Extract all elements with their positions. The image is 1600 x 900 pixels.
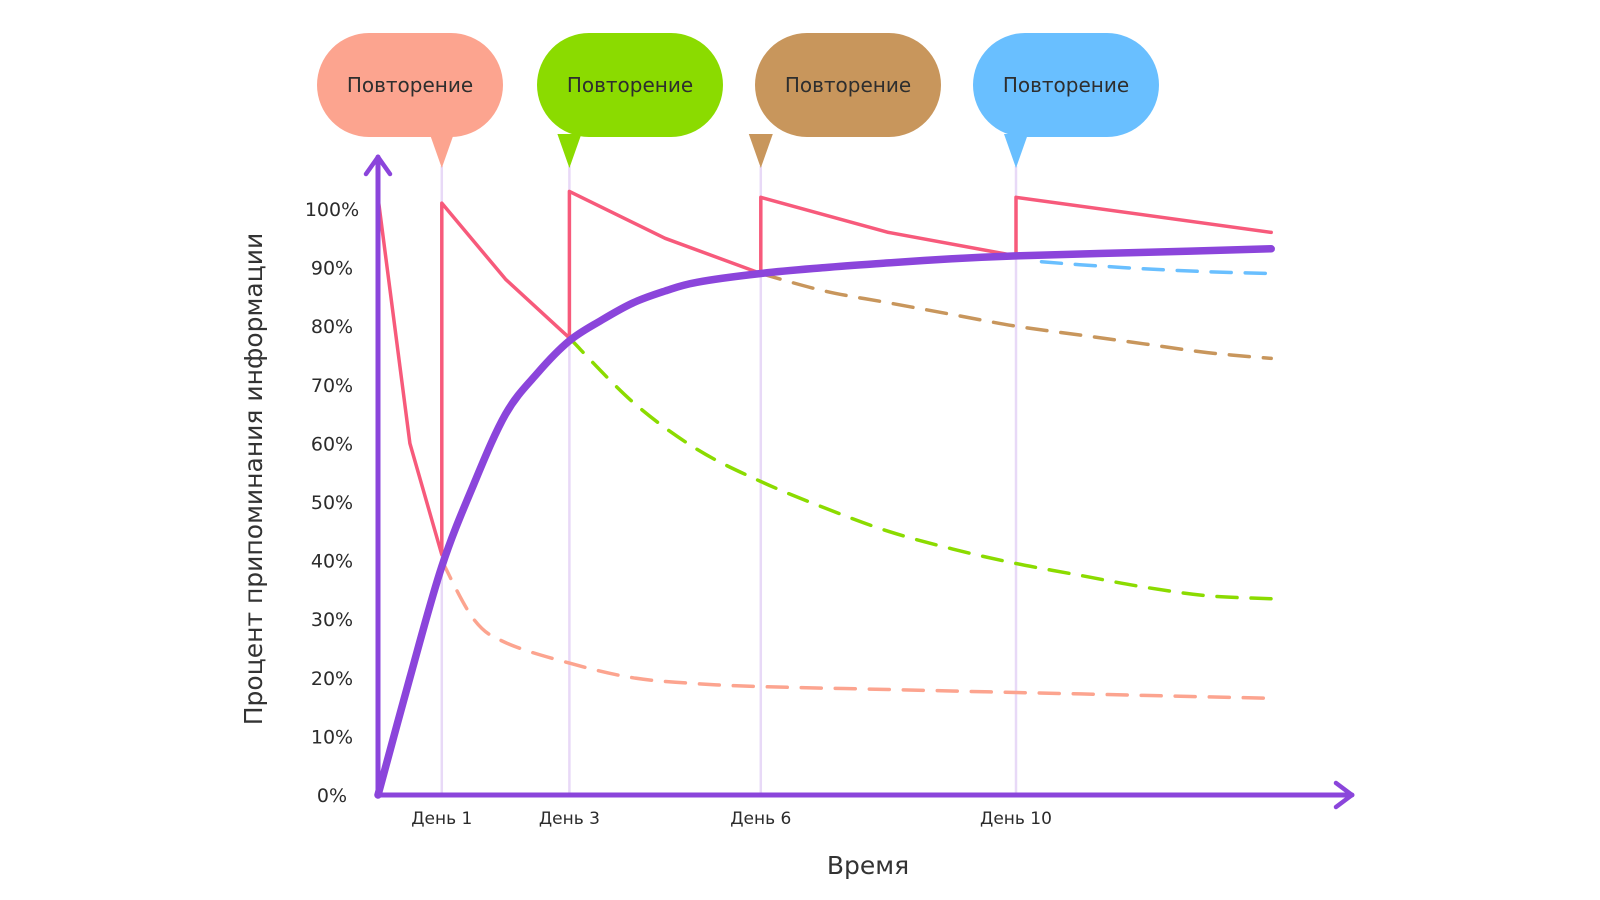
bubble-pointer <box>748 134 773 168</box>
y-tick-label: 100% <box>305 199 359 221</box>
dashed-decay-curve <box>440 558 1273 701</box>
bubble-label: Повторение <box>567 73 693 97</box>
bubble-pointer <box>557 134 582 168</box>
bubble-label: Повторение <box>347 73 473 97</box>
series-group <box>374 189 1275 799</box>
y-tick-label: 50% <box>311 492 353 514</box>
bubble-label: Повторение <box>1003 73 1129 97</box>
y-tick-label: 40% <box>311 551 353 573</box>
dashed-decay-curve <box>759 271 1273 361</box>
x-axis-ticks: День 1 День 3 День 6 День 10 <box>411 809 1052 829</box>
repetition-bubble: Повторение <box>537 33 723 168</box>
x-axis-arrow <box>1333 780 1355 810</box>
y-axis-title: Процент припоминания информации <box>239 233 268 726</box>
y-tick-label: 90% <box>311 258 353 280</box>
x-tick-label: День 6 <box>730 809 791 829</box>
retention-curve <box>376 189 1273 557</box>
y-tick-label: 10% <box>311 726 353 748</box>
y-tick-label: 70% <box>311 375 353 397</box>
bubble-pointer <box>429 134 454 168</box>
repetition-bubbles: Повторение Повторение Повторение Повторение <box>317 33 1159 168</box>
x-tick-label: День 3 <box>539 809 600 829</box>
repetition-bubble: Повторение <box>748 33 941 168</box>
axes <box>363 154 1355 810</box>
y-tick-label: 60% <box>311 433 353 455</box>
bubble-label: Повторение <box>785 73 911 97</box>
repetition-bubble: Повторение <box>317 33 503 168</box>
y-axis-arrow <box>363 154 393 177</box>
dashed-decay-curve <box>567 336 1273 601</box>
x-tick-label: День 10 <box>980 809 1052 829</box>
y-tick-label: 0% <box>317 785 347 807</box>
bubble-body <box>537 33 723 137</box>
y-tick-label: 20% <box>311 668 353 690</box>
y-tick-label: 30% <box>311 609 353 631</box>
dashed-decay-curve <box>1039 259 1273 276</box>
y-tick-label: 80% <box>311 316 353 338</box>
bubble-body <box>755 33 941 137</box>
x-axis-title: Время <box>827 851 909 880</box>
bubble-body <box>317 33 503 137</box>
repetition-bubble: Повторение <box>973 33 1159 168</box>
y-axis-ticks: 0% 10% 20% 30% 40% 50% 60% 70% 80% 90% 100% <box>305 199 359 807</box>
x-tick-label: День 1 <box>411 809 472 829</box>
memory-strength-curve <box>374 245 1275 799</box>
bubble-pointer <box>1004 134 1028 168</box>
bubble-body <box>973 33 1159 137</box>
